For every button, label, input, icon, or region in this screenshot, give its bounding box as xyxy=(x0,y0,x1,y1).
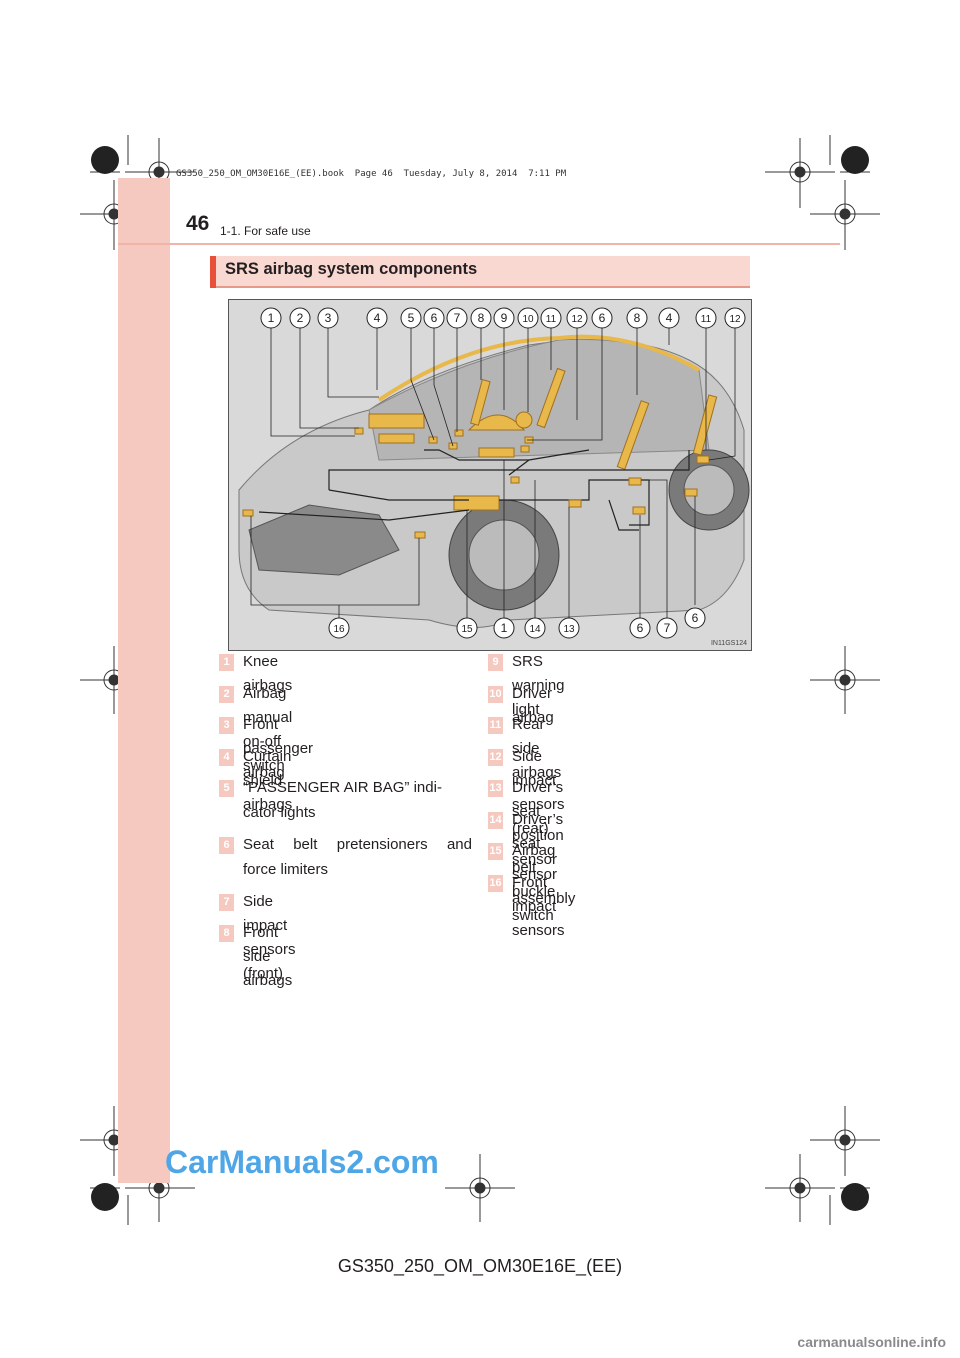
svg-text:2: 2 xyxy=(297,311,304,325)
svg-text:7: 7 xyxy=(454,311,461,325)
svg-text:9: 9 xyxy=(501,311,508,325)
legend-label-cont: cator lights xyxy=(243,804,316,821)
legend-label: Airbag manual on-off switch xyxy=(243,685,293,774)
svg-text:11: 11 xyxy=(546,314,557,325)
book-info: GS350_250_OM_OM30E16E_(EE).book Page 46 … xyxy=(176,169,567,179)
legend-number: 11 xyxy=(488,717,503,734)
legend-label: Rear side airbags xyxy=(512,716,562,781)
legend-label: Side impact sensors (front) xyxy=(243,893,296,982)
side-tab-band xyxy=(118,178,170,1183)
legend-number: 4 xyxy=(219,749,234,766)
car-illustration: 1 2 3 4 5 6 7 8 9 10 11 12 6 8 4 11 12 1… xyxy=(238,307,750,639)
legend-number: 8 xyxy=(219,925,234,942)
svg-text:10: 10 xyxy=(522,314,534,325)
legend-number: 1 xyxy=(219,654,234,671)
svg-text:4: 4 xyxy=(374,311,381,325)
legend-number: 12 xyxy=(488,749,503,766)
svg-text:15: 15 xyxy=(461,624,473,635)
airbag-diagram: 1 2 3 4 5 6 7 8 9 10 11 12 6 8 4 11 12 1… xyxy=(228,299,752,651)
online-watermark[interactable]: carmanualsonline.info xyxy=(797,1334,946,1350)
svg-text:12: 12 xyxy=(729,314,741,325)
footer-code: GS350_250_OM_OM30E16E_(EE) xyxy=(337,1256,623,1276)
page-title: SRS airbag system components xyxy=(225,260,478,278)
section-heading: 1-1. For safe use xyxy=(220,224,311,238)
svg-text:6: 6 xyxy=(692,611,699,625)
svg-text:1: 1 xyxy=(268,311,275,325)
legend-number: 7 xyxy=(219,894,234,911)
legend-number: 3 xyxy=(219,717,234,734)
legend-label: Front side airbags xyxy=(243,924,293,989)
legend-label: “PASSENGER AIR BAG” indi- xyxy=(243,779,442,796)
legend-number: 13 xyxy=(488,780,503,797)
svg-text:6: 6 xyxy=(599,311,606,325)
title-bar: SRS airbag system components xyxy=(210,256,750,288)
svg-text:16: 16 xyxy=(333,624,345,635)
legend-number: 9 xyxy=(488,654,503,671)
legend-label: Seat belt pretensioners and xyxy=(243,836,472,853)
figure-id: IN11GS124 xyxy=(710,640,747,647)
legend-label: Curtain shield airbags xyxy=(243,748,293,813)
header-rule xyxy=(118,243,840,245)
svg-text:3: 3 xyxy=(325,311,332,325)
legend-label: Driver airbag xyxy=(512,685,554,726)
legend-number: 10 xyxy=(488,686,503,703)
svg-text:1: 1 xyxy=(501,621,508,635)
legend-label: Airbag sensor assembly xyxy=(512,842,576,907)
legend-label: SRS warning light xyxy=(512,653,565,718)
legend-number: 6 xyxy=(219,837,234,854)
svg-text:8: 8 xyxy=(634,311,641,325)
legend-number: 16 xyxy=(488,875,503,892)
legend-label: Front passenger airbag xyxy=(243,716,314,781)
legend-number: 15 xyxy=(488,843,503,860)
carmanuals-watermark[interactable]: CarManuals2.com xyxy=(165,1144,439,1180)
legend-label: Driver’s seat belt buckle switch xyxy=(512,811,564,924)
legend-label: Side impact sensors (rear) xyxy=(512,748,565,837)
legend-label: Front impact sensors xyxy=(512,874,565,939)
legend-number: 5 xyxy=(219,780,234,797)
legend-number: 2 xyxy=(219,686,234,703)
page-number: 46 xyxy=(186,212,210,235)
svg-text:7: 7 xyxy=(664,621,671,635)
svg-text:13: 13 xyxy=(563,624,575,635)
legend-label: Driver’s seat position sensor xyxy=(512,779,564,868)
svg-text:6: 6 xyxy=(431,311,438,325)
title-accent xyxy=(210,256,216,288)
legend-label-cont: force limiters xyxy=(243,861,329,878)
svg-text:14: 14 xyxy=(529,624,541,635)
legend-label: Knee airbags xyxy=(243,653,293,694)
svg-text:8: 8 xyxy=(478,311,485,325)
svg-text:12: 12 xyxy=(571,314,583,325)
svg-text:4: 4 xyxy=(666,311,673,325)
svg-text:5: 5 xyxy=(408,311,415,325)
svg-text:6: 6 xyxy=(637,621,644,635)
legend-number: 14 xyxy=(488,812,503,829)
svg-text:11: 11 xyxy=(701,314,712,325)
